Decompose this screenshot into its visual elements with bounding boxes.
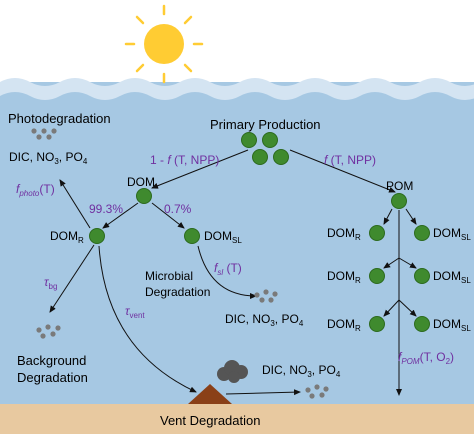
particles-microbial	[254, 289, 278, 303]
particles-vent	[305, 384, 329, 399]
arrow-pp-to-pom	[289, 149, 396, 193]
microbial-degradation-label: Degradation	[145, 285, 210, 299]
arrows	[49, 149, 417, 396]
nodes	[89, 132, 430, 332]
background-degradation-label: Degradation	[17, 370, 88, 385]
sun-icon	[124, 4, 204, 84]
pom-domr-label-2: DOMR	[327, 269, 361, 285]
arrow-pom-to-domsl-3	[398, 299, 417, 317]
arrow-pp-to-dom	[151, 149, 249, 189]
f-sl-label: fsl (T)	[214, 261, 242, 277]
pct-r-label: 99.3%	[89, 202, 123, 216]
tau-vent-label: τvent	[125, 304, 145, 320]
arrow-pom-to-domr-3	[383, 299, 400, 317]
pp-node-4	[273, 149, 289, 165]
microbial-dic-label: DIC, NO3, PO4	[225, 312, 304, 328]
arrow-domr-to-background	[49, 244, 95, 313]
tau-bg-label: τbg	[44, 275, 57, 291]
sky	[0, 0, 474, 90]
domr-node	[89, 228, 105, 244]
pom-domsl-node-3	[414, 316, 430, 332]
pom-label: POM	[386, 179, 413, 193]
arrow-vent-to-dic	[225, 389, 301, 396]
pom-domr-node-3	[369, 316, 385, 332]
f-right-label: f (T, NPP)	[324, 153, 376, 167]
arrow-domsl-to-microbial	[197, 245, 257, 299]
f-left-label: 1 - f (T, NPP)	[150, 153, 219, 167]
pom-domr-node-2	[369, 268, 385, 284]
pp-node-2	[262, 132, 278, 148]
pom-node	[391, 193, 407, 209]
arrow-domr-to-vent	[98, 245, 197, 393]
particles-background	[36, 324, 61, 339]
water	[0, 82, 474, 404]
arrow-pom-to-domr-1	[383, 208, 393, 225]
vent-icon	[188, 360, 248, 404]
primary-production-label: Primary Production	[210, 117, 321, 132]
particles-photo	[31, 128, 57, 140]
dom-label: DOM	[127, 175, 155, 189]
f-pom-label: fPOM(T, O2)	[398, 350, 454, 366]
arrow-pom-to-domsl-2	[398, 257, 417, 269]
arrow-pom-to-domsl-1	[405, 208, 417, 225]
pom-domsl-label-3: DOMSL	[433, 317, 471, 333]
arrow-pom-to-domr-2	[383, 257, 400, 269]
pom-domsl-node-2	[414, 268, 430, 284]
particles	[31, 128, 329, 399]
vent-degradation-label: Vent Degradation	[160, 413, 260, 428]
f-photo-label: fphoto(T)	[16, 182, 55, 198]
domsl-node	[184, 228, 200, 244]
arrow-dom-to-domsl	[151, 202, 185, 229]
pct-sl-label: 0.7%	[164, 202, 192, 216]
domsl-label: DOMSL	[204, 229, 242, 245]
pom-domsl-label-2: DOMSL	[433, 269, 471, 285]
pom-domr-label-3: DOMR	[327, 317, 361, 333]
surface-waves	[0, 78, 474, 100]
photo-dic-label: DIC, NO3, PO4	[9, 150, 88, 166]
arrow-domr-to-photo	[59, 179, 91, 229]
pp-node-1	[241, 132, 257, 148]
pom-domr-node-1	[369, 225, 385, 241]
domr-label: DOMR	[50, 229, 84, 245]
seafloor	[0, 404, 474, 434]
arrow-dom-to-domr	[102, 202, 139, 229]
photodegradation-label: Photodegradation	[8, 111, 111, 126]
pom-domsl-label-1: DOMSL	[433, 226, 471, 242]
pp-node-3	[252, 149, 268, 165]
vent-dic-label: DIC, NO3, PO4	[262, 363, 341, 379]
pom-domr-label-1: DOMR	[327, 226, 361, 242]
dom-node	[136, 188, 152, 204]
background-label: Background	[17, 353, 86, 368]
pom-domsl-node-1	[414, 225, 430, 241]
microbial-label: Microbial	[145, 269, 193, 283]
